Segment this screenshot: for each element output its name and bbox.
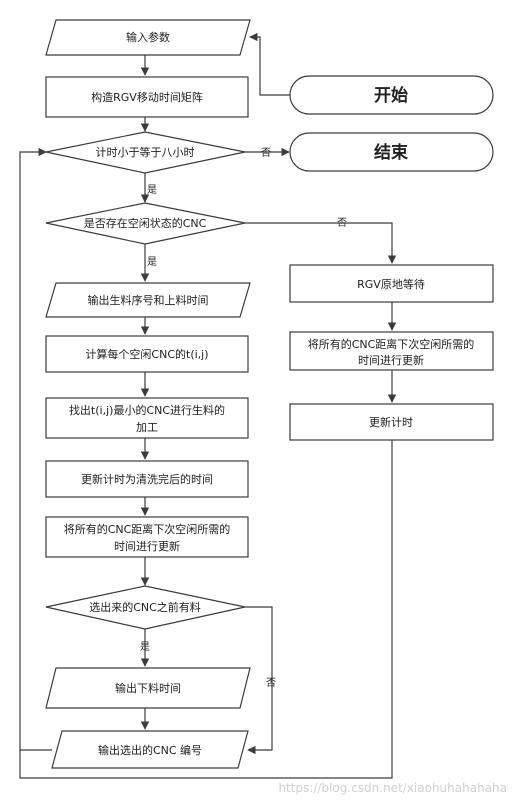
node-output-raw-text: 输出生料序号和上料时间 bbox=[88, 293, 209, 307]
node-start: 开始 bbox=[289, 75, 494, 115]
node-rgv-wait: RGV原地等待 bbox=[289, 264, 494, 303]
label-picked-yes: 是 bbox=[140, 641, 150, 653]
node-output-unload-text: 输出下料时间 bbox=[115, 681, 181, 695]
node-update-timer-text: 更新计时 bbox=[369, 415, 413, 429]
node-output-raw: 输出生料序号和上料时间 bbox=[45, 282, 251, 318]
connectors bbox=[19, 32, 397, 779]
edge-idle-no bbox=[245, 222, 397, 264]
node-rgv-wait-text: RGV原地等待 bbox=[357, 277, 425, 291]
watermark: https://blog.csdn.net/xiaohuhahahaha bbox=[278, 781, 507, 795]
node-output-id-text: 输出选出的CNC 编号 bbox=[98, 743, 202, 757]
label-time-yes: 是 bbox=[147, 184, 157, 196]
node-time-check: 计时小于等于八小时 bbox=[45, 131, 246, 174]
edge-start-to-input bbox=[249, 32, 290, 96]
node-output-id: 输出选出的CNC 编号 bbox=[51, 730, 249, 769]
node-calc-t: 计算每个空闲CNC的t(i,j) bbox=[45, 335, 249, 373]
node-calc-t-text: 计算每个空闲CNC的t(i,j) bbox=[85, 347, 208, 361]
node-input-params: 输入参数 bbox=[45, 19, 251, 56]
label-picked-no: 否 bbox=[266, 677, 276, 689]
node-update-all-right-text-1: 将所有的CNC距离下次空闲所需的 bbox=[308, 337, 475, 351]
node-picked-check: 选出来的CNC之前有料 bbox=[45, 585, 246, 630]
node-update-time-clean: 更新计时为清洗完后的时间 bbox=[45, 460, 249, 498]
node-output-unload: 输出下料时间 bbox=[45, 667, 251, 709]
node-build-matrix-text: 构造RGV移动时间矩阵 bbox=[91, 90, 203, 104]
edge-loop-left bbox=[19, 147, 52, 751]
edge-loop-right bbox=[19, 440, 393, 779]
node-update-all-right-text-2: 时间进行更新 bbox=[358, 353, 424, 367]
label-idle-no: 否 bbox=[337, 217, 347, 229]
label-idle-yes: 是 bbox=[147, 256, 157, 268]
node-update-time-clean-text: 更新计时为清洗完后的时间 bbox=[81, 472, 213, 486]
node-start-text: 开始 bbox=[374, 85, 408, 106]
node-build-matrix: 构造RGV移动时间矩阵 bbox=[45, 76, 249, 118]
node-idle-check: 是否存在空闲状态的CNC bbox=[45, 202, 246, 245]
node-idle-check-text: 是否存在空闲状态的CNC bbox=[84, 216, 207, 230]
node-update-timer: 更新计时 bbox=[289, 403, 494, 441]
node-find-min-text-2: 加工 bbox=[136, 421, 158, 434]
node-find-min: 找出t(i,j)最小的CNC进行生料的 加工 bbox=[45, 397, 249, 439]
node-end: 结束 bbox=[289, 132, 494, 172]
label-time-no: 否 bbox=[261, 147, 271, 159]
node-input-params-text: 输入参数 bbox=[126, 30, 170, 44]
node-update-all-left-text-1: 将所有的CNC距离下次空闲所需的 bbox=[64, 522, 231, 536]
node-find-min-text-1: 找出t(i,j)最小的CNC进行生料的 bbox=[69, 403, 225, 417]
node-end-text: 结束 bbox=[374, 142, 408, 163]
node-update-all-left-text-2: 时间进行更新 bbox=[114, 539, 180, 553]
node-time-check-text: 计时小于等于八小时 bbox=[96, 145, 195, 159]
node-update-all-left: 将所有的CNC距离下次空闲所需的 时间进行更新 bbox=[45, 516, 249, 558]
node-picked-check-text: 选出来的CNC之前有料 bbox=[89, 600, 201, 614]
edge-picked-no bbox=[245, 606, 273, 755]
node-update-all-right: 将所有的CNC距离下次空闲所需的 时间进行更新 bbox=[289, 331, 494, 371]
